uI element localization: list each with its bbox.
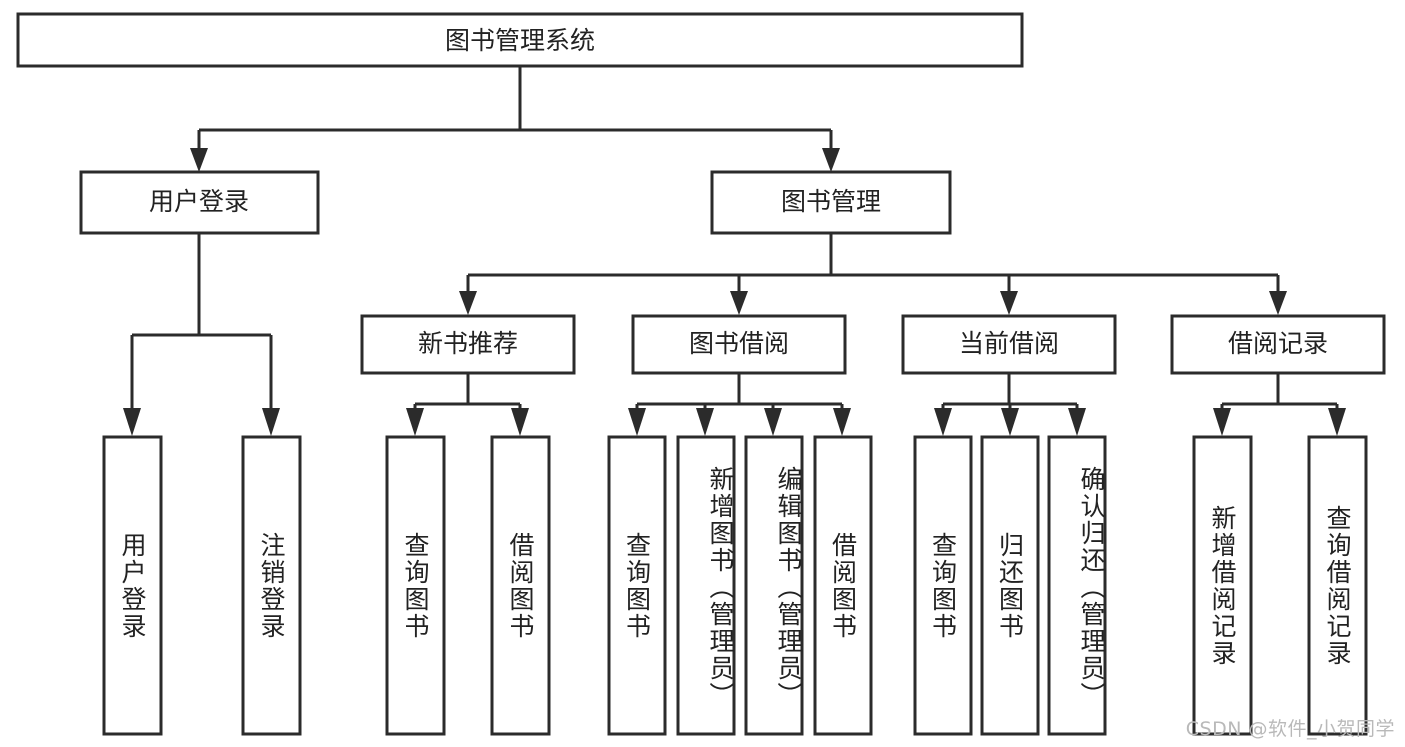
arrow-borrow-record-leaf-2 (1328, 408, 1346, 436)
arrow-current-borrow-leaf-3 (1068, 408, 1086, 436)
csdn-watermark: CSDN @软件_小贺同学 (1185, 718, 1395, 740)
leaf-new-book-2[interactable] (490, 435, 551, 736)
node-current-borrow[interactable] (901, 314, 1117, 375)
arrow-to-borrow-record (1269, 291, 1287, 315)
node-borrow-record-label: 借阅记录 (1228, 329, 1328, 358)
arrow-to-book-borrow (730, 291, 748, 315)
node-new-book-recommend[interactable] (360, 314, 576, 375)
node-new-book-recommend-label: 新书推荐 (418, 329, 518, 358)
arrow-user-login-leaf-1 (123, 408, 141, 436)
leaf-current-borrow-2[interactable] (980, 435, 1040, 736)
node-book-borrow[interactable] (631, 314, 847, 375)
node-borrow-record[interactable] (1170, 314, 1386, 375)
leaf-user-login-2[interactable] (241, 435, 302, 736)
leaf-current-borrow-3[interactable] (1047, 435, 1107, 736)
leaf-book-borrow-4[interactable] (813, 435, 873, 736)
arrow-new-book-leaf-1 (406, 408, 424, 436)
arrow-to-new-book (459, 291, 477, 315)
leaf-borrow-record-1[interactable] (1192, 435, 1253, 736)
leaf-new-book-1[interactable] (385, 435, 446, 736)
node-root-label: 图书管理系统 (445, 26, 595, 55)
node-current-borrow-label: 当前借阅 (959, 329, 1059, 358)
leaf-book-borrow-1[interactable] (607, 435, 667, 736)
arrow-book-borrow-leaf-4 (833, 408, 851, 436)
node-book-borrow-label: 图书借阅 (689, 329, 789, 358)
arrow-new-book-leaf-2 (511, 408, 529, 436)
node-root[interactable] (16, 12, 1024, 68)
node-book-manage[interactable] (710, 170, 952, 235)
leaf-book-borrow-3[interactable] (744, 435, 804, 736)
leaf-book-borrow-2[interactable] (676, 435, 736, 736)
node-user-login-label: 用户登录 (149, 187, 249, 216)
arrow-to-user-login (190, 148, 208, 172)
arrow-user-login-leaf-2 (262, 408, 280, 436)
arrow-to-current-borrow (1000, 291, 1018, 315)
arrow-borrow-record-leaf-1 (1213, 408, 1231, 436)
leaf-borrow-record-2[interactable] (1307, 435, 1368, 736)
arrow-to-book-manage (822, 148, 840, 172)
node-user-login[interactable] (79, 170, 320, 235)
arrow-book-borrow-leaf-2 (696, 408, 714, 436)
node-book-manage-label: 图书管理 (781, 187, 881, 216)
arrow-current-borrow-leaf-2 (1001, 408, 1019, 436)
arrow-current-borrow-leaf-1 (934, 408, 952, 436)
connector-layer (123, 66, 1346, 436)
arrow-book-borrow-leaf-3 (764, 408, 782, 436)
leaf-current-borrow-1[interactable] (913, 435, 973, 736)
arrow-book-borrow-leaf-1 (628, 408, 646, 436)
leaf-user-login-1[interactable] (102, 435, 163, 736)
node-layer: 图书管理系统 用户登录 图书管理 新书推荐 图书借阅 当前借阅 借阅记录 (16, 12, 1386, 736)
